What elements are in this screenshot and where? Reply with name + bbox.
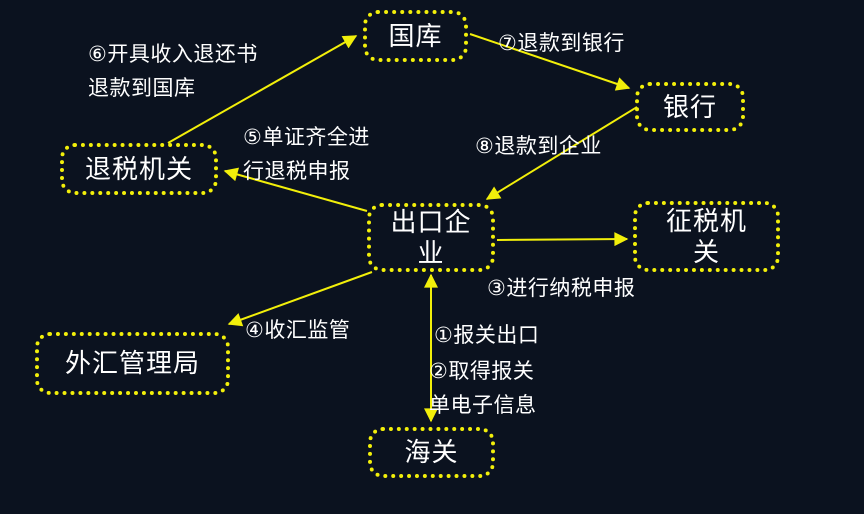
arrow-export-enterprise-to-forex-administration	[227, 271, 373, 327]
edge-label-step-4: ④收汇监管	[245, 319, 351, 342]
edge-label-step-7: ⑦退款到银行	[498, 32, 625, 55]
node-bank: 银行	[635, 82, 745, 132]
node-refund-authority: 退税机关	[60, 143, 218, 195]
arrow-export-enterprise-to-refund-authority	[223, 167, 368, 212]
arrow-export-enterprise-to-tax-authority	[496, 232, 629, 247]
node-treasury: 国库	[363, 10, 468, 62]
node-customs: 海关	[368, 427, 495, 478]
arrow-bank-to-export-enterprise	[485, 106, 638, 200]
node-export-enterprise: 出口企 业	[367, 203, 495, 272]
edge-label-step-8: ⑧退款到企业	[475, 135, 602, 158]
node-forex-administration: 外汇管理局	[35, 332, 230, 395]
edge-label-step-1: ①报关出口	[434, 324, 540, 347]
node-tax-authority: 征税机 关	[633, 201, 780, 272]
edge-label-step-3: ③进行纳税申报	[487, 277, 636, 300]
arrow-treasury-to-bank	[469, 33, 631, 91]
edge-label-step-6: ⑥开具收入退还书 退款到国库	[88, 43, 258, 100]
edge-label-step-5: ⑤单证齐全进 行退税申报	[243, 126, 370, 183]
edge-label-step-2: ②取得报关 单电子信息	[429, 360, 537, 417]
arrow-refund-authority-to-treasury	[167, 35, 358, 144]
